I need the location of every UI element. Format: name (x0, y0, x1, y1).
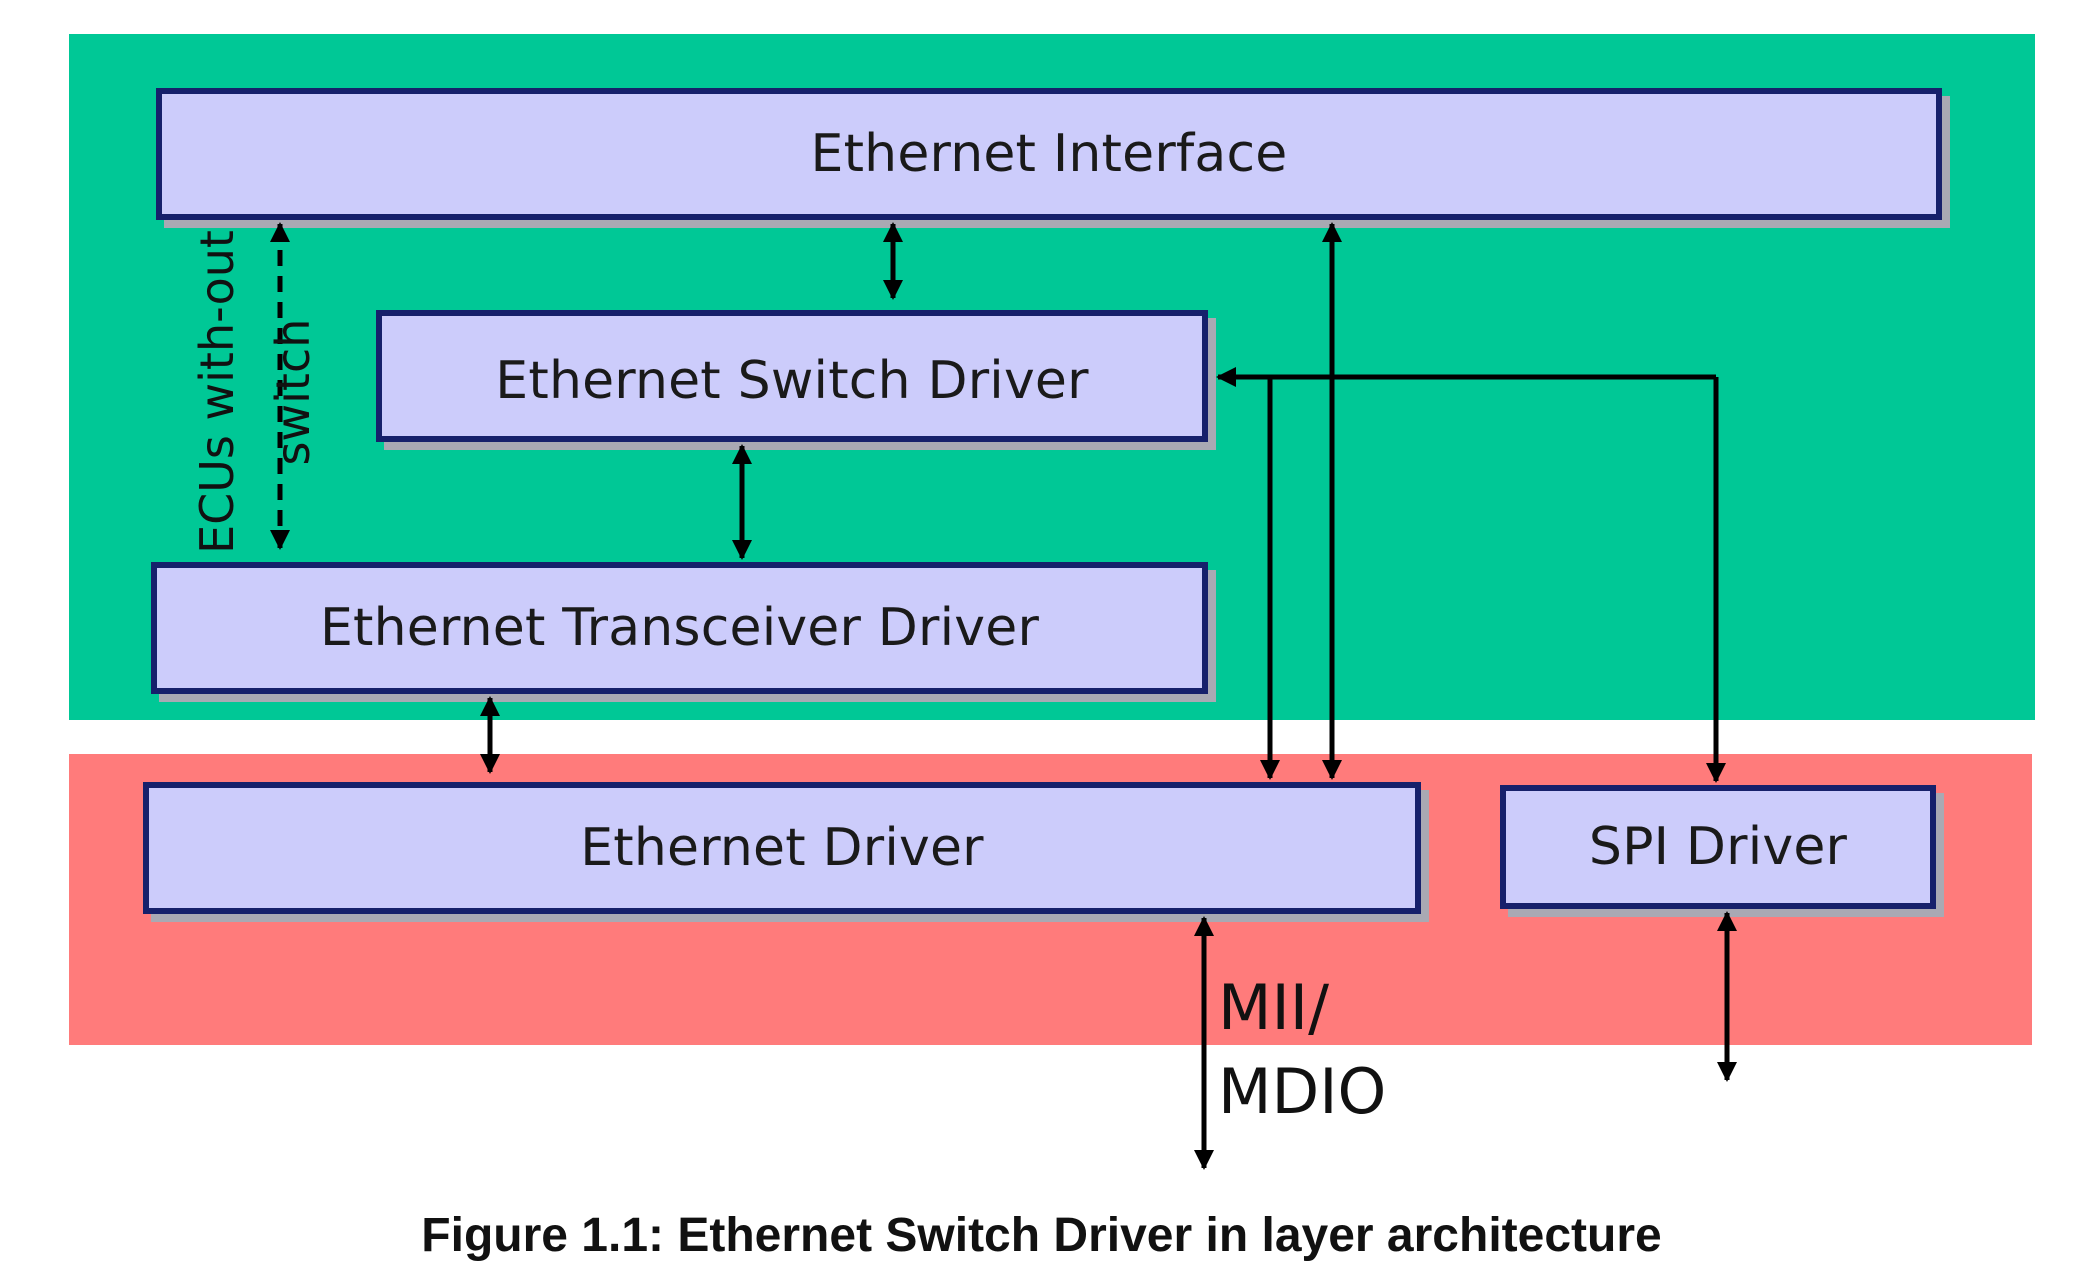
ethernet-switch-driver-label: Ethernet Switch Driver (495, 351, 1089, 411)
spi-driver-box: SPI Driver (1500, 785, 1936, 909)
ethernet-transceiver-driver-label: Ethernet Transceiver Driver (319, 598, 1040, 658)
mii-mdio-label: MII/ MDIO (1218, 971, 1387, 1128)
ethernet-interface-box: Ethernet Interface (156, 88, 1942, 220)
ethernet-transceiver-driver-box: Ethernet Transceiver Driver (151, 562, 1208, 694)
ethernet-driver-label: Ethernet Driver (580, 818, 984, 878)
ethernet-interface-label: Ethernet Interface (810, 124, 1288, 184)
figure-caption: Figure 1.1: Ethernet Switch Driver in la… (421, 1209, 1662, 1262)
ethernet-switch-driver-box: Ethernet Switch Driver (376, 310, 1208, 442)
spi-driver-label: SPI Driver (1588, 817, 1848, 877)
ethernet-driver-box: Ethernet Driver (143, 782, 1421, 914)
ecus-without-switch-note: ECUs with-out switch (190, 230, 320, 554)
